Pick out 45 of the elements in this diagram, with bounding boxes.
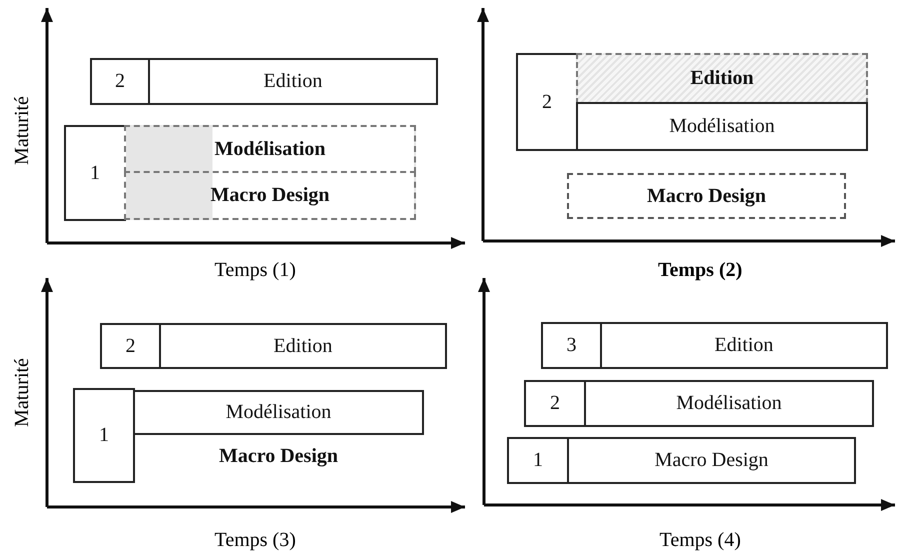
number-cell bbox=[516, 53, 578, 151]
number-cell bbox=[64, 125, 126, 221]
step-number: 1 bbox=[90, 162, 100, 184]
phase-name: Macro Design bbox=[218, 445, 338, 468]
phase-name: Modélisation bbox=[214, 138, 326, 160]
phase-bar bbox=[576, 102, 868, 151]
axis-title: Maturité bbox=[10, 96, 34, 164]
phase-bar bbox=[576, 53, 868, 104]
phase-name: Edition bbox=[264, 70, 322, 93]
axis-title: Temps (2) bbox=[658, 258, 742, 282]
step-number: 2 bbox=[126, 334, 136, 358]
phase-name: Edition bbox=[274, 334, 332, 358]
phase-bar bbox=[159, 323, 447, 369]
phase-name: Modélisation bbox=[669, 115, 775, 138]
phase-bar bbox=[584, 380, 874, 427]
phase-name: Modélisation bbox=[676, 392, 782, 415]
number-cell bbox=[507, 437, 569, 484]
number-cell bbox=[100, 323, 161, 369]
phase-name: Edition bbox=[690, 67, 754, 90]
phase-bar bbox=[133, 390, 424, 435]
step-number: 1 bbox=[533, 449, 543, 472]
number-cell bbox=[524, 380, 586, 427]
step-number: 2 bbox=[115, 70, 125, 93]
step-number: 1 bbox=[99, 424, 109, 447]
phase-name: Macro Design bbox=[210, 184, 330, 207]
phase-name: Macro Design bbox=[654, 449, 768, 472]
number-cell bbox=[90, 58, 150, 105]
phase-name: Edition bbox=[714, 334, 774, 357]
phase-bar bbox=[600, 322, 888, 369]
phase-bar bbox=[148, 58, 438, 105]
step-number: 2 bbox=[550, 392, 560, 415]
phase-name: Modélisation bbox=[226, 401, 332, 424]
phase-bar bbox=[567, 437, 856, 484]
axis-title: Temps (1) bbox=[214, 258, 296, 282]
axis-title: Temps (4) bbox=[660, 528, 741, 552]
step-number: 3 bbox=[566, 334, 576, 357]
step-number: 2 bbox=[542, 90, 552, 114]
phase-name: Macro Design bbox=[646, 184, 766, 208]
number-cell bbox=[541, 322, 602, 369]
axis-title: Temps (3) bbox=[214, 528, 296, 552]
phase-bar bbox=[124, 125, 416, 173]
number-cell bbox=[73, 388, 135, 483]
phase-bar bbox=[124, 171, 416, 220]
axis-title: Maturité bbox=[10, 358, 34, 426]
phase-bar bbox=[567, 173, 846, 219]
